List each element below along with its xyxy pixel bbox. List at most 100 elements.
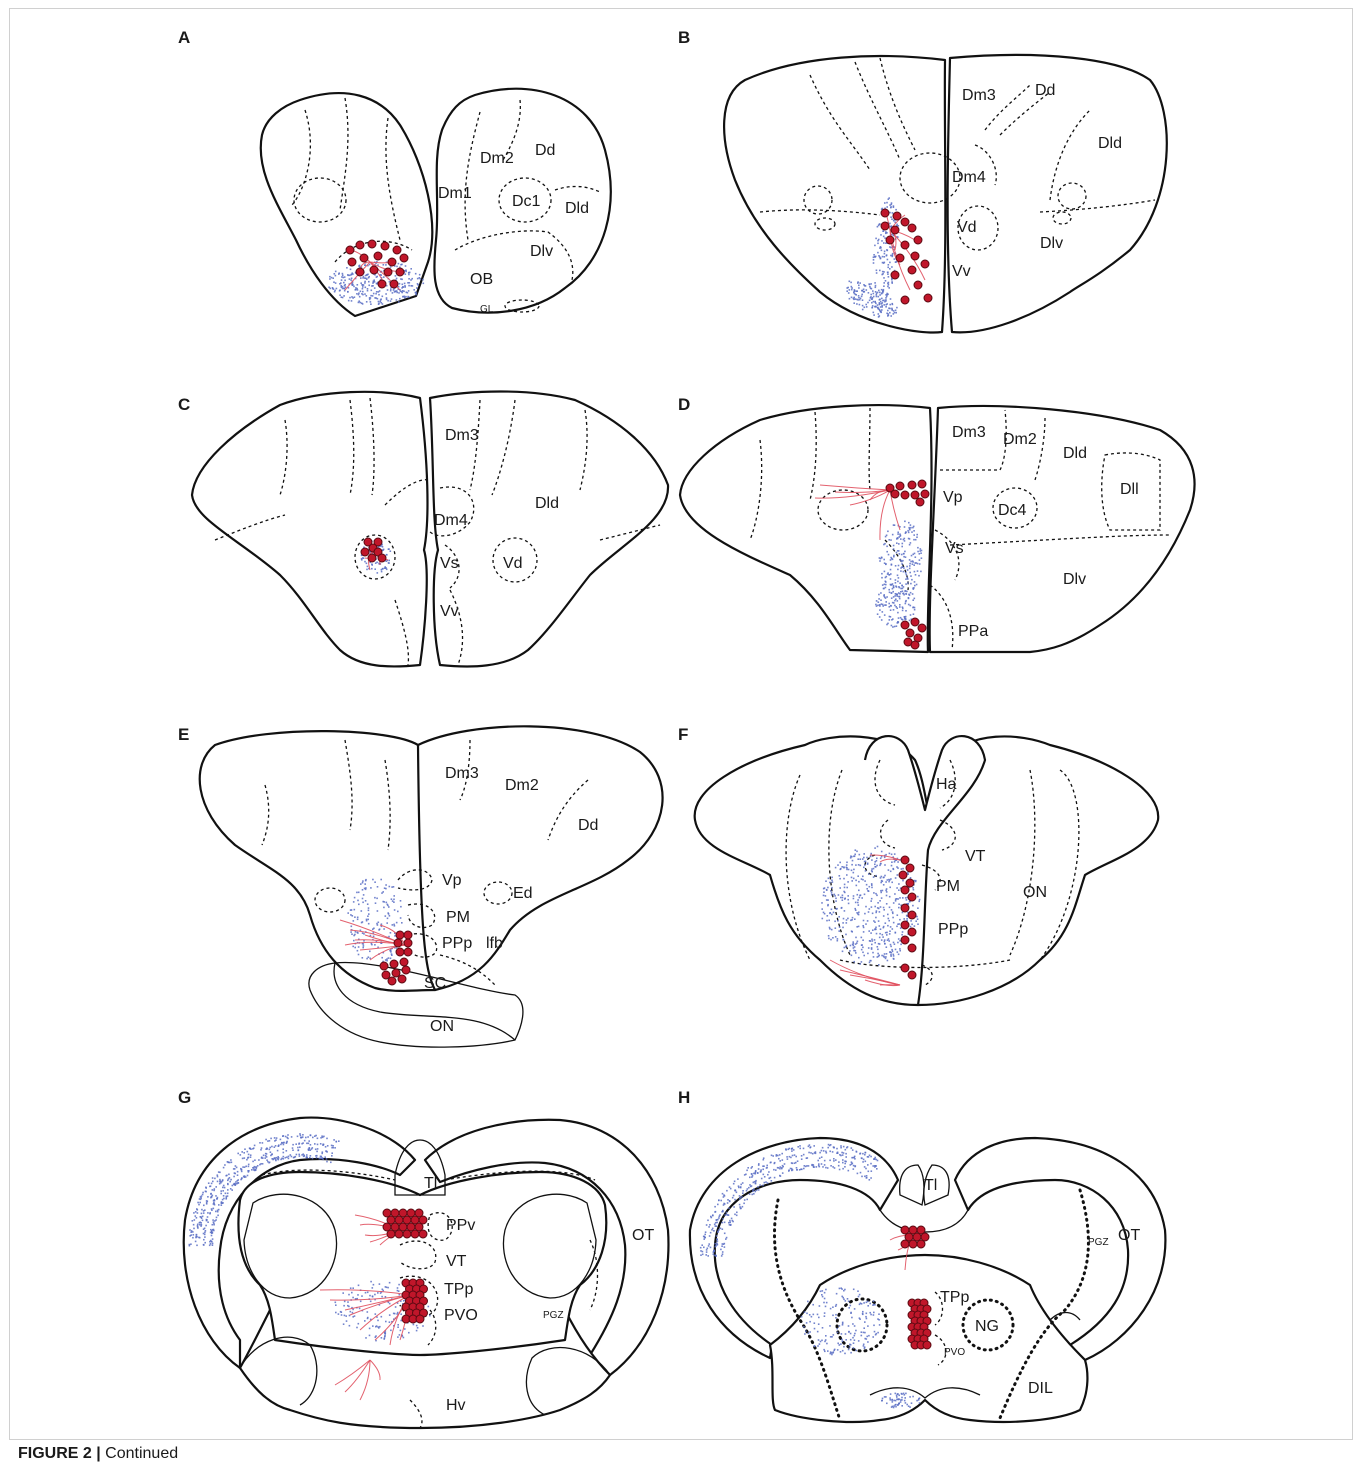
terminal-speck — [243, 1152, 245, 1154]
terminal-speck — [879, 270, 881, 272]
panel-g-inner-plate — [238, 1172, 606, 1355]
terminal-speck — [890, 573, 892, 575]
labeled-cell-body — [908, 893, 916, 901]
terminal-speck — [867, 1341, 869, 1343]
terminal-speck — [395, 1306, 397, 1308]
terminal-speck — [387, 300, 389, 302]
terminal-speck — [897, 612, 899, 614]
terminal-speck — [890, 584, 892, 586]
terminal-speck — [356, 1327, 358, 1329]
terminal-speck — [714, 1206, 716, 1208]
terminal-speck — [286, 1150, 288, 1152]
terminal-speck — [912, 1396, 914, 1398]
terminal-speck — [836, 1148, 838, 1150]
terminal-speck — [274, 1157, 276, 1159]
panel-c-label-dm4: Dm4 — [434, 512, 468, 529]
terminal-speck — [383, 549, 385, 551]
terminal-speck — [889, 853, 891, 855]
terminal-speck — [852, 1323, 854, 1325]
terminal-speck — [826, 889, 828, 891]
terminal-speck — [872, 1304, 874, 1306]
terminal-speck — [202, 1216, 204, 1218]
terminal-speck — [871, 947, 873, 949]
terminal-speck — [912, 887, 914, 889]
terminal-speck — [847, 918, 849, 920]
terminal-speck — [212, 1177, 214, 1179]
labeled-cell-body — [901, 964, 909, 972]
terminal-speck — [875, 306, 877, 308]
terminal-speck — [868, 911, 870, 913]
terminal-speck — [804, 1311, 806, 1313]
terminal-speck — [894, 893, 896, 895]
terminal-speck — [751, 1194, 753, 1196]
terminal-speck — [253, 1169, 255, 1171]
terminal-speck — [751, 1173, 753, 1175]
terminal-speck — [230, 1188, 232, 1190]
terminal-speck — [362, 291, 364, 293]
terminal-speck — [842, 1323, 844, 1325]
terminal-speck — [899, 587, 901, 589]
terminal-speck — [901, 1397, 903, 1399]
terminal-speck — [847, 287, 849, 289]
terminal-speck — [894, 595, 896, 597]
labeled-cell-body — [901, 296, 909, 304]
terminal-speck — [873, 293, 875, 295]
terminal-speck — [909, 1406, 911, 1408]
terminal-speck — [722, 1228, 724, 1230]
terminal-speck — [242, 1166, 244, 1168]
terminal-speck — [394, 1313, 396, 1315]
terminal-speck — [881, 250, 883, 252]
terminal-speck — [879, 1324, 881, 1326]
terminal-speck — [888, 869, 890, 871]
terminal-speck — [387, 289, 389, 291]
terminal-speck — [881, 876, 883, 878]
terminal-speck — [835, 900, 837, 902]
terminal-speck — [834, 921, 836, 923]
terminal-speck — [883, 304, 885, 306]
terminal-speck — [879, 865, 881, 867]
terminal-speck — [720, 1228, 722, 1230]
terminal-speck — [224, 1164, 226, 1166]
terminal-speck — [917, 563, 919, 565]
terminal-speck — [883, 300, 885, 302]
terminal-speck — [807, 1301, 809, 1303]
terminal-speck — [370, 303, 372, 305]
panel-d-left-hemisphere — [680, 405, 932, 652]
terminal-speck — [742, 1190, 744, 1192]
terminal-speck — [817, 1331, 819, 1333]
terminal-speck — [358, 892, 360, 894]
terminal-speck — [890, 315, 892, 317]
terminal-speck — [204, 1234, 206, 1236]
terminal-speck — [396, 1313, 398, 1315]
terminal-speck — [355, 931, 357, 933]
labeled-cell-body — [918, 624, 926, 632]
panel-g-label-tl: Tl — [424, 1175, 437, 1192]
terminal-speck — [840, 1343, 842, 1345]
terminal-speck — [801, 1155, 803, 1157]
terminal-speck — [903, 571, 905, 573]
terminal-speck — [879, 256, 881, 258]
terminal-speck — [864, 864, 866, 866]
terminal-speck — [352, 284, 354, 286]
terminal-speck — [816, 1166, 818, 1168]
terminal-speck — [351, 272, 353, 274]
terminal-speck — [227, 1193, 229, 1195]
terminal-speck — [343, 1305, 345, 1307]
terminal-speck — [362, 880, 364, 882]
terminal-speck — [883, 595, 885, 597]
terminal-speck — [849, 1344, 851, 1346]
terminal-speck — [232, 1185, 234, 1187]
terminal-speck — [892, 626, 894, 628]
terminal-speck — [201, 1209, 203, 1211]
terminal-speck — [203, 1205, 205, 1207]
terminal-speck — [874, 301, 876, 303]
terminal-speck — [212, 1224, 214, 1226]
terminal-speck — [819, 1305, 821, 1307]
terminal-speck — [851, 297, 853, 299]
terminal-speck — [839, 878, 841, 880]
terminal-speck — [892, 253, 894, 255]
terminal-speck — [884, 584, 886, 586]
terminal-speck — [906, 915, 908, 917]
terminal-speck — [776, 1154, 778, 1156]
terminal-speck — [363, 933, 365, 935]
